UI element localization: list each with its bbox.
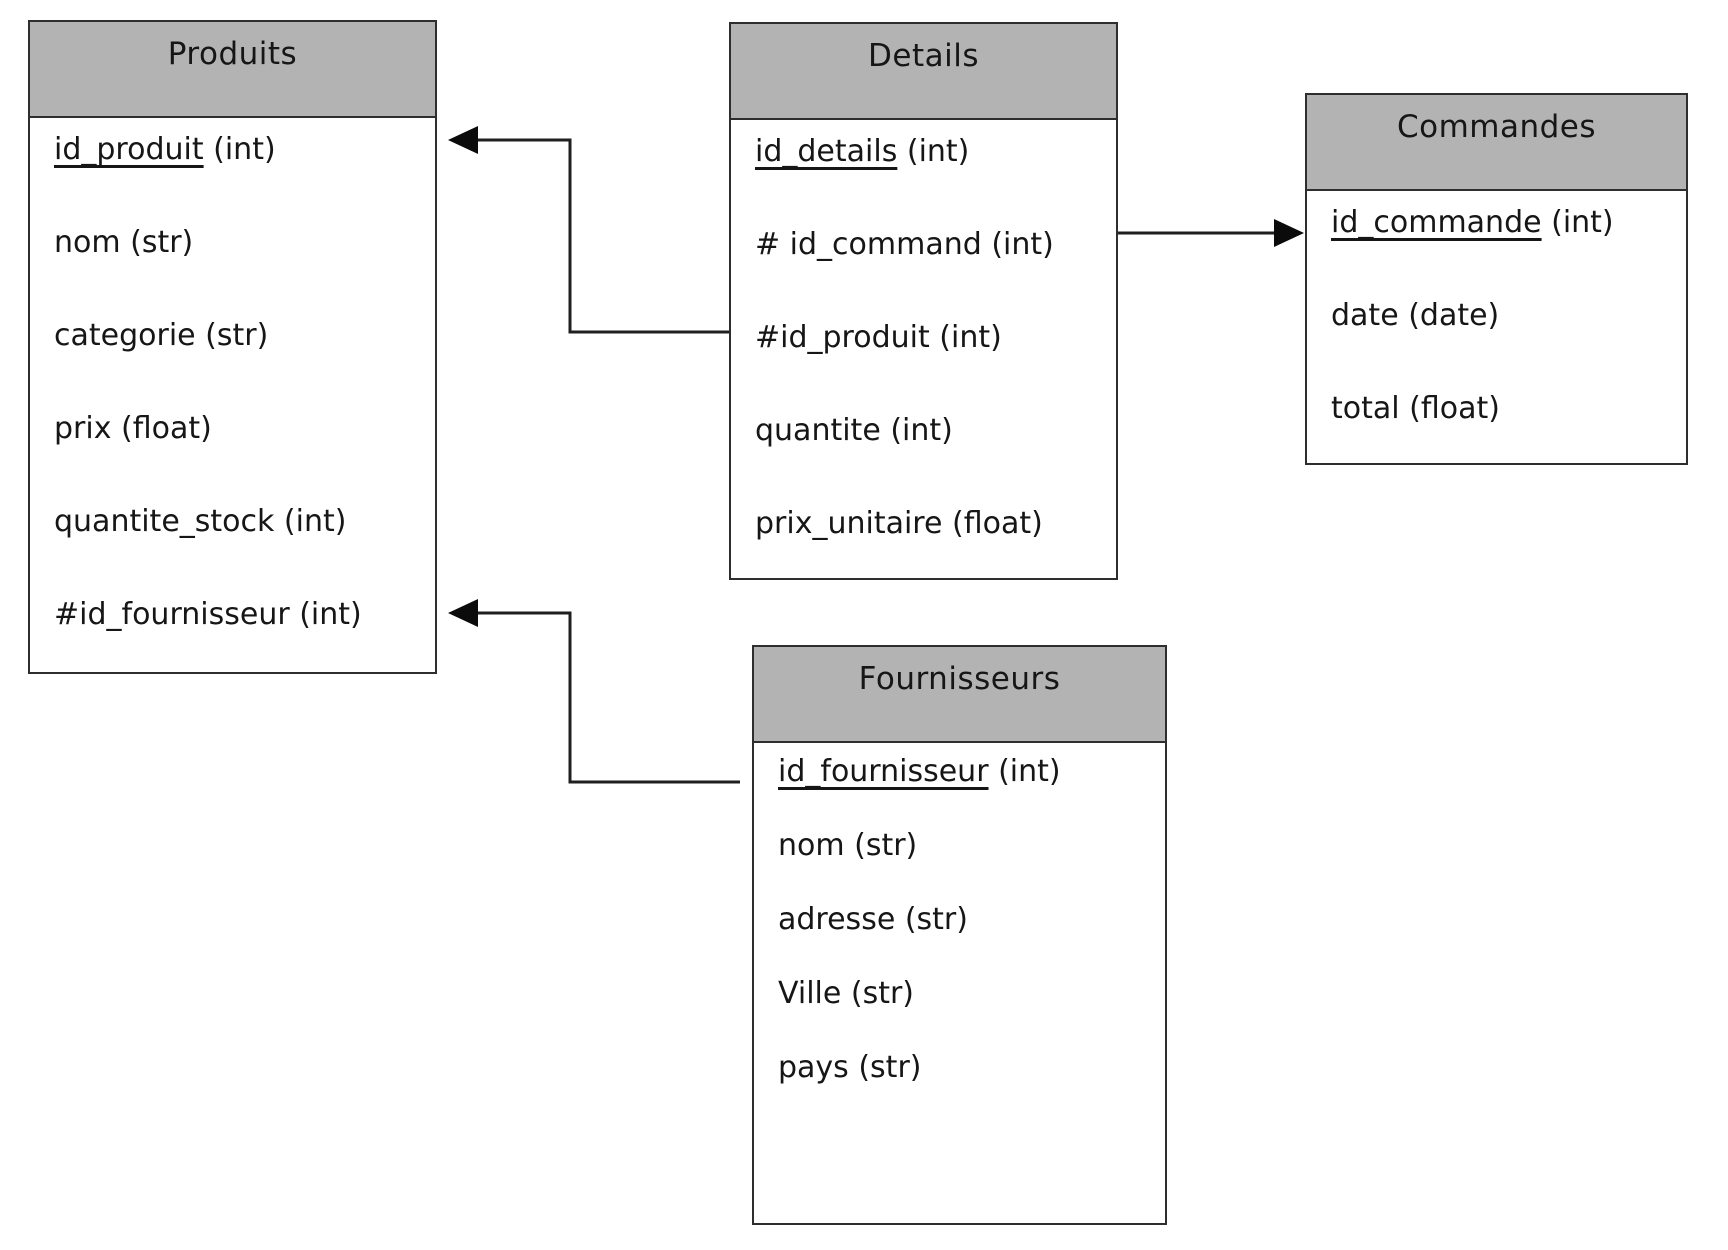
field-row: prix (float): [30, 397, 435, 490]
field-row: prix_unitaire (float): [731, 492, 1116, 585]
field-name: categorie: [54, 318, 196, 353]
field-row: id_produit (int): [30, 118, 435, 211]
arrowhead-icon: [448, 126, 478, 154]
field-type: (float): [942, 506, 1043, 541]
field-name-primary-key: id_fournisseur: [778, 754, 989, 789]
table-fields-produits: id_produit (int)nom (str)categorie (str)…: [30, 118, 435, 676]
field-type: (int): [289, 597, 362, 632]
field-type: (str): [195, 318, 269, 353]
table-commandes: Commandes id_commande (int)date (date)to…: [1305, 93, 1688, 465]
field-name: nom: [54, 225, 121, 260]
field-name-primary-key: id_produit: [54, 132, 204, 167]
field-name: quantite: [755, 413, 881, 448]
field-row: id_commande (int): [1307, 191, 1686, 284]
field-name: total: [1331, 391, 1400, 426]
table-fournisseurs: Fournisseurs id_fournisseur (int)nom (st…: [752, 645, 1167, 1225]
arrowhead-icon: [448, 599, 478, 627]
field-row: pays (str): [754, 1039, 1165, 1113]
arrowhead-icon: [1274, 219, 1304, 247]
field-row: categorie (str): [30, 304, 435, 397]
field-type: (str): [120, 225, 194, 260]
field-type: (str): [848, 1050, 922, 1085]
field-row: adresse (str): [754, 891, 1165, 965]
field-row: # id_command (int): [731, 213, 1116, 306]
table-fields-fournisseurs: id_fournisseur (int)nom (str)adresse (st…: [754, 743, 1165, 1113]
field-name: prix: [54, 411, 112, 446]
field-row: id_fournisseur (int): [754, 743, 1165, 817]
table-header-details: Details: [731, 24, 1116, 120]
field-type: (int): [897, 134, 970, 169]
field-name: # id_command: [755, 227, 982, 262]
table-header-produits: Produits: [30, 22, 435, 118]
field-name: prix_unitaire: [755, 506, 943, 541]
field-name-primary-key: id_commande: [1331, 205, 1542, 240]
table-header-fournisseurs: Fournisseurs: [754, 647, 1165, 743]
table-fields-details: id_details (int)# id_command (int)#id_pr…: [731, 120, 1116, 585]
connector-details-to-commandes: [1118, 219, 1304, 247]
field-name: #id_produit: [755, 320, 930, 355]
field-row: nom (str): [30, 211, 435, 304]
field-name: nom: [778, 828, 845, 863]
table-produits: Produits id_produit (int)nom (str)catego…: [28, 20, 437, 674]
connector-line: [476, 138, 729, 334]
field-name-primary-key: id_details: [755, 134, 898, 169]
connector-line: [476, 611, 740, 784]
field-name: Ville: [778, 976, 842, 1011]
field-type: (int): [981, 227, 1054, 262]
table-header-commandes: Commandes: [1307, 95, 1686, 191]
field-type: (float): [1399, 391, 1500, 426]
field-row: id_details (int): [731, 120, 1116, 213]
field-name: date: [1331, 298, 1399, 333]
field-name: #id_fournisseur: [54, 597, 290, 632]
field-row: quantite (int): [731, 399, 1116, 492]
field-row: #id_fournisseur (int): [30, 583, 435, 676]
connector-fournisseurs-to-produits: [448, 599, 740, 784]
field-name: pays: [778, 1050, 849, 1085]
field-row: total (float): [1307, 377, 1686, 470]
field-type: (int): [929, 320, 1002, 355]
field-row: date (date): [1307, 284, 1686, 377]
field-type: (str): [841, 976, 914, 1011]
table-details: Details id_details (int)# id_command (in…: [729, 22, 1118, 580]
field-type: (str): [895, 902, 968, 937]
field-name: quantite_stock: [54, 504, 275, 539]
field-type: (int): [274, 504, 347, 539]
field-row: #id_produit (int): [731, 306, 1116, 399]
field-type: (int): [880, 413, 953, 448]
field-type: (str): [844, 828, 918, 863]
field-type: (float): [111, 411, 212, 446]
field-row: quantite_stock (int): [30, 490, 435, 583]
field-type: (int): [988, 754, 1061, 789]
field-row: Ville (str): [754, 965, 1165, 1039]
field-row: nom (str): [754, 817, 1165, 891]
field-name: adresse: [778, 902, 896, 937]
field-type: (int): [1541, 205, 1614, 240]
field-type: (int): [203, 132, 276, 167]
table-fields-commandes: id_commande (int)date (date)total (float…: [1307, 191, 1686, 470]
field-type: (date): [1398, 298, 1500, 333]
connector-details-to-produits: [448, 126, 729, 334]
